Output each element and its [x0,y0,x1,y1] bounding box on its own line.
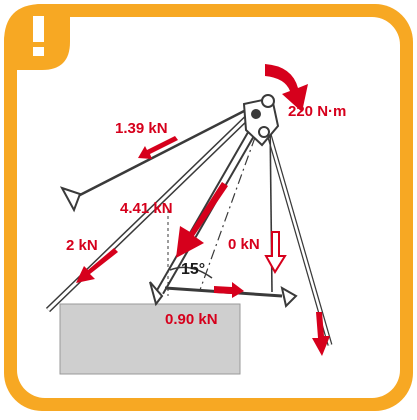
boom-arrow-icon [176,182,228,258]
boom-force-label: 4.41 kN [120,200,173,217]
end-fittings [59,186,298,308]
moment-label: 220 N·m [288,103,346,120]
angle-label: 15° [181,261,205,278]
force-arrows [76,64,330,356]
angle-arc [169,266,213,279]
moment-arrow-icon [265,64,308,112]
right-force-label: 0 kN [228,236,260,253]
pin [251,109,261,119]
right-hook [280,286,298,308]
support-block [59,303,241,375]
zero-force-arrow-icon [264,231,287,274]
lower-cable-arrow-icon [214,282,244,298]
pulley [258,126,270,138]
top-eye [261,94,275,108]
exclamation-icon [33,16,44,56]
lower-left-force-label: 2 kN [66,237,98,254]
left-cable-arrow-icon [138,136,178,159]
warning-badge [4,4,70,70]
left-hook [59,186,82,213]
right-leg-arrow-icon [312,312,330,356]
head-assembly [242,94,280,147]
lower-cable-force-label: 0.90 kN [165,311,218,328]
base-anchor [149,281,164,307]
lower-left-arrow-icon [76,248,118,283]
left-cable-force-label: 1.39 kN [115,120,168,137]
left-cable [77,106,251,198]
